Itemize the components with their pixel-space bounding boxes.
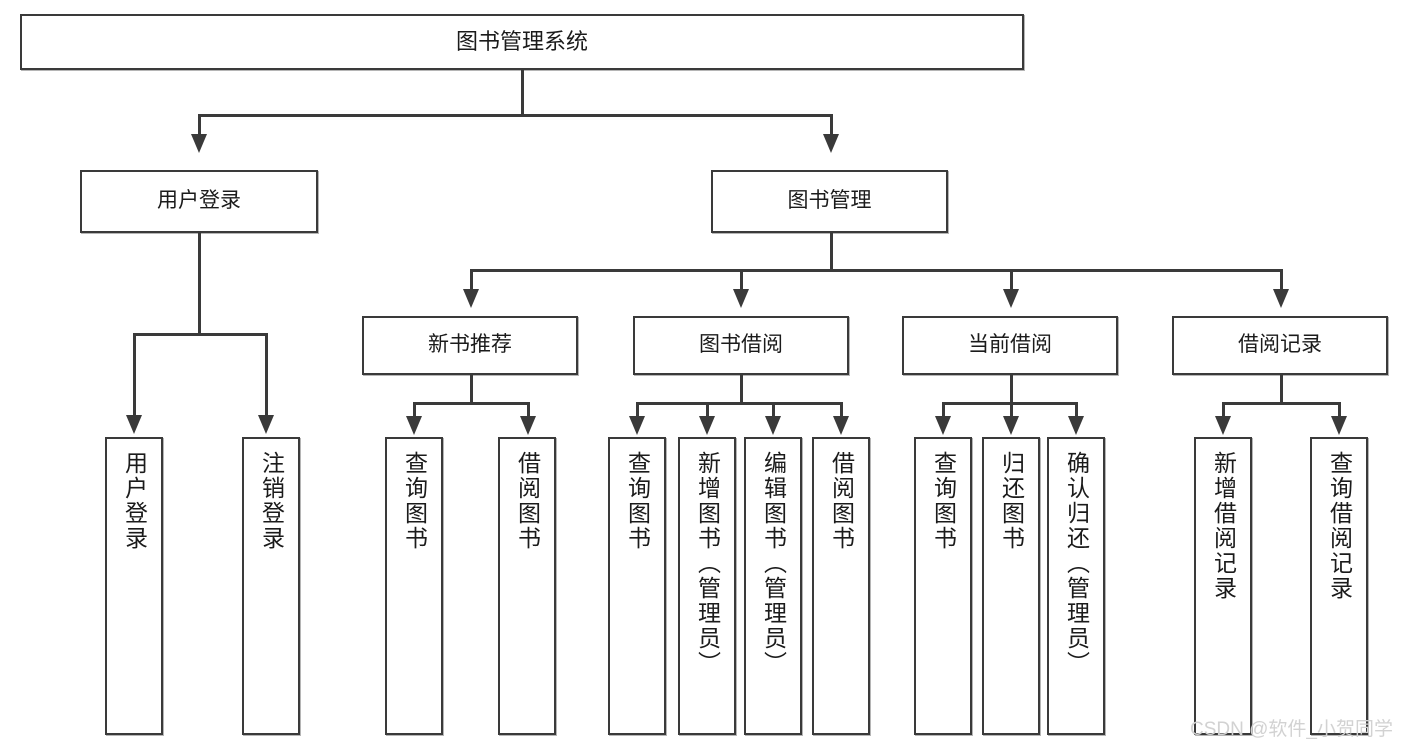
edge-level2-drop-2: [830, 114, 833, 136]
edge-book-mgmt-stem: [830, 233, 833, 271]
edge-root-stem: [521, 70, 524, 116]
leaf-record-add-label: 新增借阅记录: [1210, 451, 1237, 601]
edge-level3-drop-1: [470, 269, 473, 291]
node-current-borrow-label: 当前借阅: [968, 333, 1052, 357]
leaf-current-confirm-return[interactable]: 确认归还（管理员）: [1047, 437, 1105, 735]
edge-level3-drop-4: [1280, 269, 1283, 291]
leaf-borrow-add-book-label: 新增图书（管理员）: [694, 451, 721, 676]
edge-user-login-drop-2: [265, 333, 268, 417]
leaf-user-login-label: 用户登录: [121, 451, 148, 551]
node-user-login-label: 用户登录: [157, 189, 241, 213]
leaf-newbook-borrow-book-label: 借阅图书: [514, 451, 541, 551]
arrow-borrow-1: [629, 416, 645, 435]
arrow-level3-2: [733, 289, 749, 308]
arrow-user-login-2: [258, 415, 274, 434]
leaf-current-query-book-label: 查询图书: [930, 451, 957, 551]
edge-record-drop-2: [1338, 402, 1341, 418]
node-book-borrow[interactable]: 图书借阅: [633, 316, 849, 375]
leaf-borrow-query-book[interactable]: 查询图书: [608, 437, 666, 735]
edge-level3-bus: [470, 269, 1280, 272]
edge-current-drop-3: [1075, 402, 1078, 418]
node-book-management[interactable]: 图书管理: [711, 170, 948, 233]
leaf-borrow-edit-book[interactable]: 编辑图书（管理员）: [744, 437, 802, 735]
edge-level3-drop-2: [740, 269, 743, 291]
edge-level2-drop-1: [198, 114, 201, 136]
leaf-current-return-book-label: 归还图书: [998, 451, 1025, 551]
edge-borrow-stem: [740, 375, 743, 404]
edge-borrow-bus: [636, 402, 843, 405]
leaf-borrow-edit-book-label: 编辑图书（管理员）: [760, 451, 787, 676]
node-new-book-recommend-label: 新书推荐: [428, 333, 512, 357]
node-book-borrow-label: 图书借阅: [699, 333, 783, 357]
node-borrow-record-label: 借阅记录: [1238, 333, 1322, 357]
node-book-management-label: 图书管理: [787, 189, 872, 213]
node-user-login[interactable]: 用户登录: [80, 170, 318, 233]
arrow-level2-2: [823, 134, 839, 153]
leaf-record-query[interactable]: 查询借阅记录: [1310, 437, 1368, 735]
edge-current-stem: [1010, 375, 1013, 404]
edge-user-login-stem: [198, 233, 201, 335]
node-borrow-record[interactable]: 借阅记录: [1172, 316, 1388, 375]
edge-current-drop-2: [1010, 402, 1013, 418]
node-root-label: 图书管理系统: [455, 29, 588, 55]
arrow-current-1: [935, 416, 951, 435]
leaf-user-login[interactable]: 用户登录: [105, 437, 163, 735]
arrow-level3-1: [463, 289, 479, 308]
edge-newbook-drop-2: [527, 402, 530, 418]
edge-borrow-drop-4: [840, 402, 843, 418]
leaf-borrow-add-book[interactable]: 新增图书（管理员）: [678, 437, 736, 735]
arrow-newbook-1: [406, 416, 422, 435]
edge-level3-drop-3: [1010, 269, 1013, 291]
edge-level2-bus: [198, 114, 832, 117]
leaf-newbook-query-book[interactable]: 查询图书: [385, 437, 443, 735]
node-root[interactable]: 图书管理系统: [20, 14, 1024, 70]
leaf-current-confirm-return-label: 确认归还（管理员）: [1063, 451, 1090, 676]
leaf-logout[interactable]: 注销登录: [242, 437, 300, 735]
leaf-record-add[interactable]: 新增借阅记录: [1194, 437, 1252, 735]
leaf-current-query-book[interactable]: 查询图书: [914, 437, 972, 735]
arrow-borrow-4: [833, 416, 849, 435]
arrow-user-login-1: [126, 415, 142, 434]
arrow-borrow-3: [765, 416, 781, 435]
node-current-borrow[interactable]: 当前借阅: [902, 316, 1118, 375]
edge-record-bus: [1222, 402, 1340, 405]
leaf-record-query-label: 查询借阅记录: [1326, 451, 1353, 601]
edge-borrow-drop-3: [772, 402, 775, 418]
leaf-newbook-borrow-book[interactable]: 借阅图书: [498, 437, 556, 735]
edge-current-drop-1: [942, 402, 945, 418]
leaf-logout-label: 注销登录: [258, 451, 285, 551]
arrow-record-2: [1331, 416, 1347, 435]
edge-newbook-bus: [413, 402, 530, 405]
arrow-current-2: [1003, 416, 1019, 435]
edge-current-bus: [942, 402, 1077, 405]
edge-record-stem: [1280, 375, 1283, 404]
edge-user-login-drop-1: [133, 333, 136, 417]
watermark: CSDN @软件_小贺同学: [1190, 719, 1393, 740]
arrow-current-3: [1068, 416, 1084, 435]
edge-record-drop-1: [1222, 402, 1225, 418]
arrow-level3-4: [1273, 289, 1289, 308]
leaf-borrow-borrow-book-label: 借阅图书: [828, 451, 855, 551]
arrow-borrow-2: [699, 416, 715, 435]
edge-user-login-bus: [133, 333, 266, 336]
arrow-newbook-2: [520, 416, 536, 435]
leaf-borrow-query-book-label: 查询图书: [624, 451, 651, 551]
edge-borrow-drop-2: [706, 402, 709, 418]
arrow-level3-3: [1003, 289, 1019, 308]
leaf-borrow-borrow-book[interactable]: 借阅图书: [812, 437, 870, 735]
node-new-book-recommend[interactable]: 新书推荐: [362, 316, 578, 375]
arrow-level2-1: [191, 134, 207, 153]
leaf-newbook-query-book-label: 查询图书: [401, 451, 428, 551]
edge-newbook-stem: [470, 375, 473, 404]
edge-borrow-drop-1: [636, 402, 639, 418]
arrow-record-1: [1215, 416, 1231, 435]
leaf-current-return-book[interactable]: 归还图书: [982, 437, 1040, 735]
edge-newbook-drop-1: [413, 402, 416, 418]
